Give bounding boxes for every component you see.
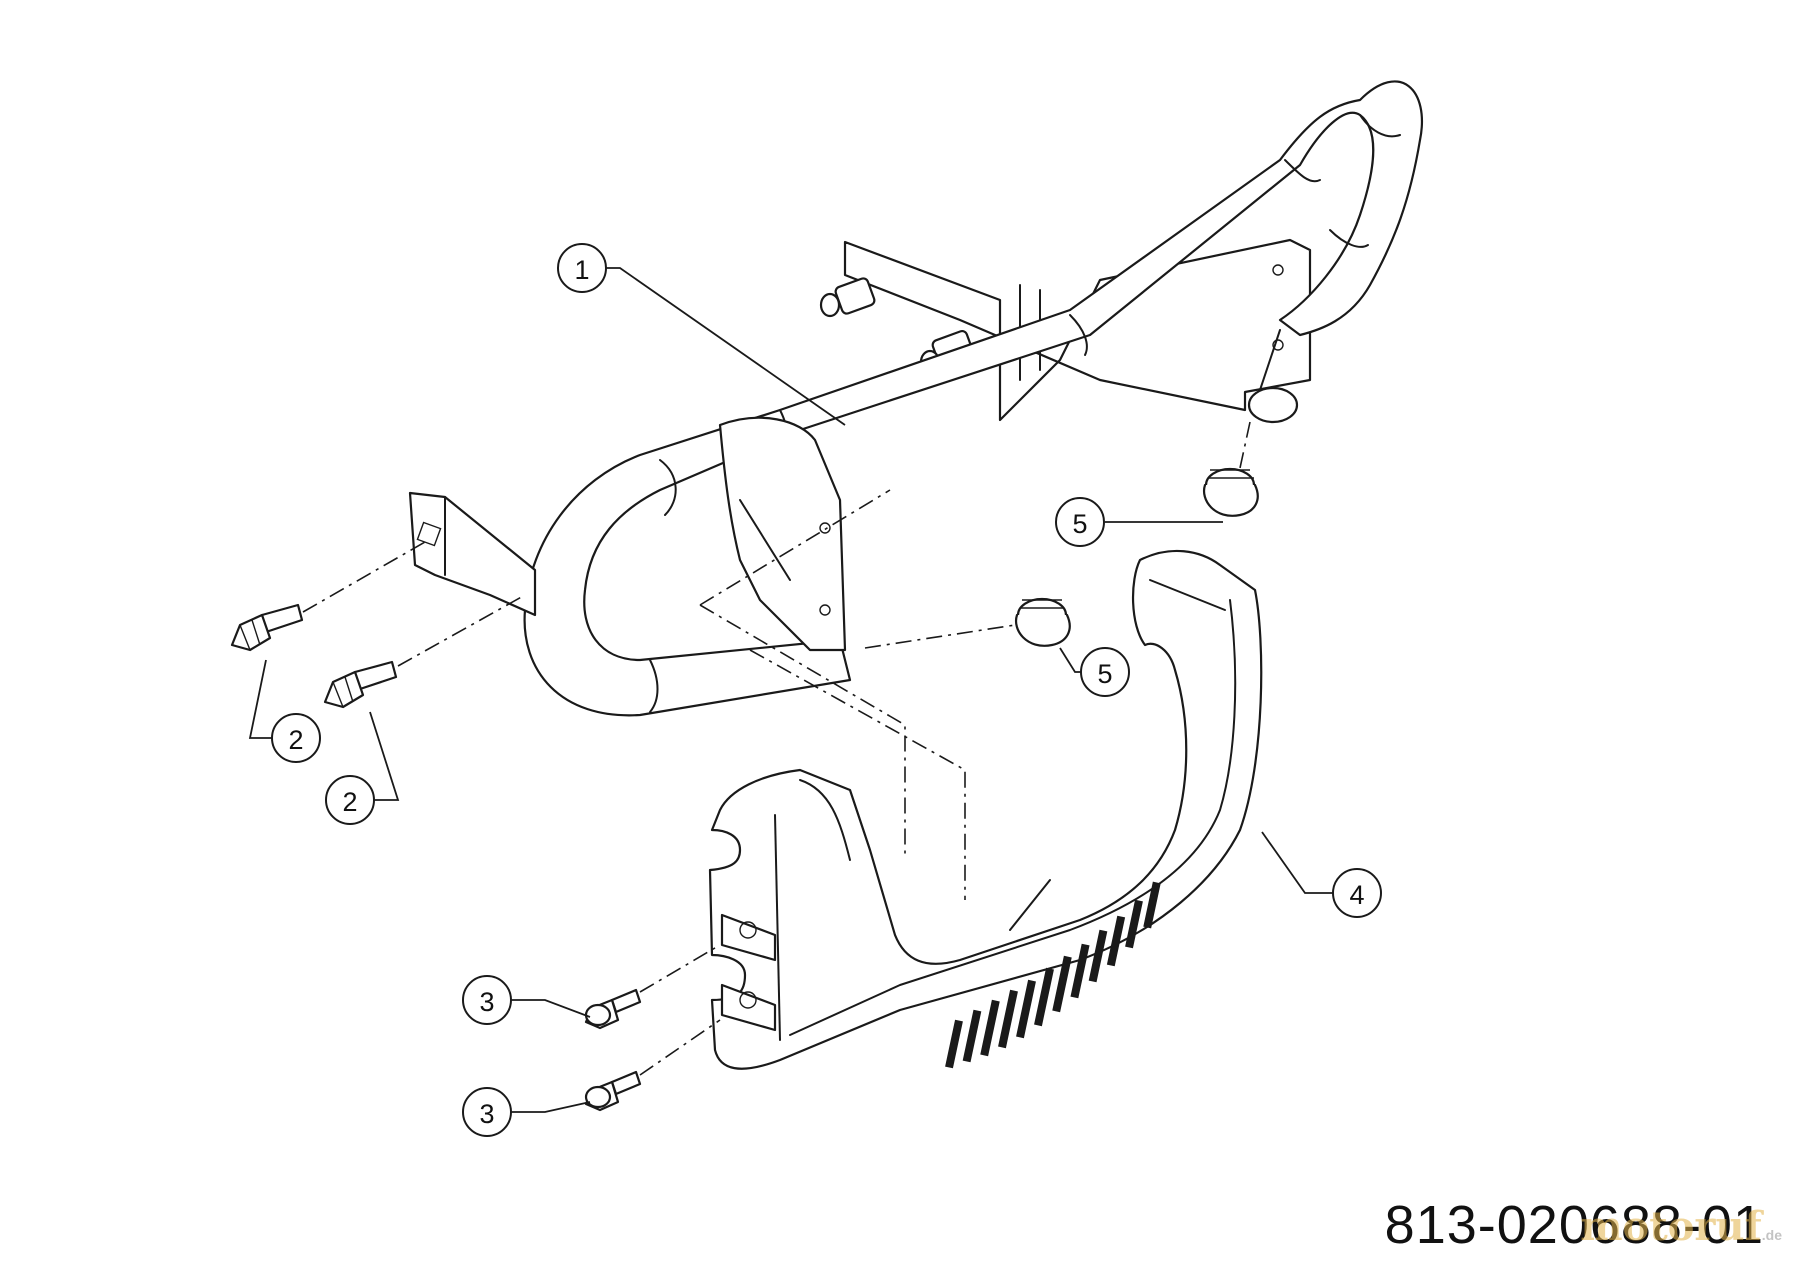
- callout-5a-label: 5: [1072, 509, 1087, 539]
- bolt-2-lower: [323, 660, 398, 709]
- callout-1: 1: [557, 243, 607, 293]
- watermark-brand: motoruf: [1580, 1203, 1762, 1250]
- callout-5b-label: 5: [1097, 659, 1112, 689]
- callout-1-label: 1: [574, 255, 589, 285]
- bolt-2-upper: [230, 603, 304, 652]
- callout-2b-label: 2: [342, 787, 357, 817]
- watermark-logo: motoruf.de: [1580, 1203, 1782, 1250]
- bumper-cover: [708, 549, 1263, 1070]
- rear-stud-1: [819, 277, 876, 318]
- callout-3b: 3: [462, 1087, 512, 1137]
- screw-3-lower: [584, 1070, 642, 1112]
- callout-2b: 2: [325, 775, 375, 825]
- watermark-tld: .de: [1761, 1227, 1782, 1243]
- callout-5b: 5: [1080, 647, 1130, 697]
- callout-3a: 3: [462, 975, 512, 1025]
- callout-2a-label: 2: [288, 725, 303, 755]
- callout-4: 4: [1332, 868, 1382, 918]
- assembly-centerlines: [302, 421, 1251, 1076]
- callout-3a-label: 3: [479, 987, 494, 1017]
- bumper-frame: [408, 80, 1423, 717]
- callout-5a: 5: [1055, 497, 1105, 547]
- end-plug-upper: [1202, 467, 1259, 517]
- end-plug-lower: [1014, 597, 1071, 647]
- callout-3b-label: 3: [479, 1099, 494, 1129]
- screw-3-upper: [584, 988, 642, 1030]
- callout-2a: 2: [271, 713, 321, 763]
- bumper-cover-ribs: [945, 881, 1161, 1069]
- drawing-number: 813-020688-01: [1384, 1195, 1764, 1255]
- callout-4-label: 4: [1349, 880, 1364, 910]
